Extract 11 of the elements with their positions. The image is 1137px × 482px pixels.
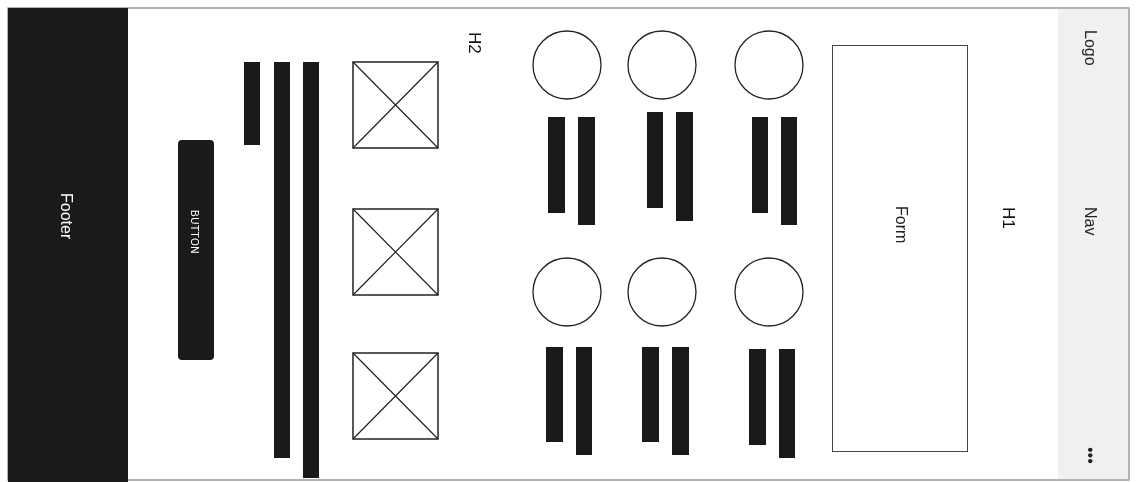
- button: BUTTON: [178, 140, 214, 360]
- form-label: Form: [892, 206, 910, 244]
- form-box: [832, 45, 968, 452]
- more-menu: •••: [1081, 447, 1099, 464]
- nav-item: Logo: [1081, 30, 1099, 66]
- nav-bar: [1058, 9, 1128, 479]
- footer-label: Footer: [57, 193, 75, 240]
- heading-label: H2: [464, 32, 484, 54]
- nav-item: Nav: [1081, 207, 1099, 236]
- footer-band: [8, 8, 128, 482]
- heading-label: H1: [998, 207, 1018, 229]
